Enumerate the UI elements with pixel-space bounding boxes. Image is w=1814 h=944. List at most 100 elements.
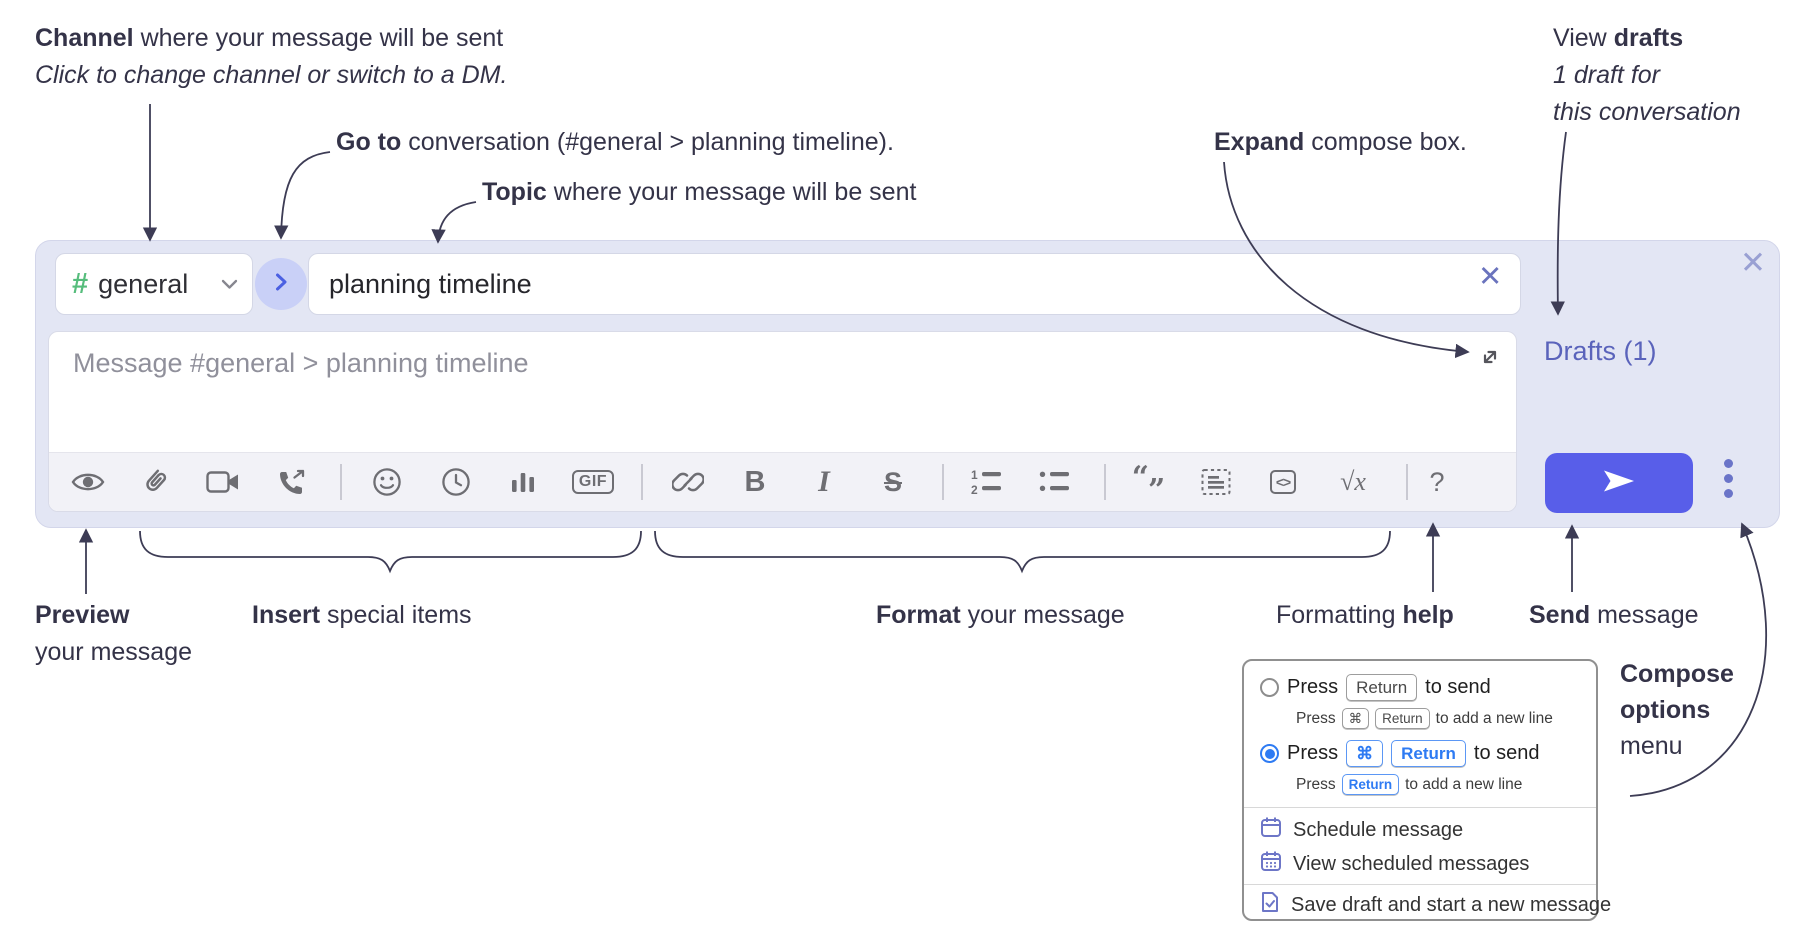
math-icon[interactable]: √x: [1340, 467, 1366, 496]
insert-annotation: Insert special items: [252, 597, 472, 634]
time-icon[interactable]: [434, 453, 478, 511]
popup-divider: [1244, 807, 1596, 808]
topic-annotation-bold: Topic: [482, 178, 547, 206]
toolbar-divider: [942, 464, 944, 500]
return-key-chip: Return: [1341, 774, 1400, 795]
expand-annotation: Expand compose box.: [1214, 124, 1467, 161]
radio-unselected-icon[interactable]: [1260, 678, 1279, 697]
radio-selected-icon[interactable]: [1260, 744, 1279, 763]
cmd-enter-sends-option[interactable]: Press ⌘ Return to send: [1260, 740, 1540, 767]
preview-icon[interactable]: [66, 453, 110, 511]
link-icon[interactable]: [666, 453, 710, 511]
goto-annotation-bold: Go to: [336, 128, 402, 156]
preview-annotation-line2: your message: [35, 638, 193, 666]
channel-annotation: Channel where your message will be sent …: [35, 20, 507, 94]
close-compose-icon[interactable]: ✕: [1740, 245, 1766, 280]
calendar-grid-icon: [1260, 850, 1282, 878]
format-annotation: Format your message: [876, 597, 1125, 634]
spoiler-icon[interactable]: [1194, 453, 1238, 511]
expand-annotation-bold: Expand: [1214, 128, 1305, 156]
toolbar-divider: [1406, 464, 1408, 500]
expand-annotation-rest: compose box.: [1304, 128, 1467, 156]
compose-options-menu-button[interactable]: [1720, 459, 1736, 498]
expand-compose-icon[interactable]: [1477, 344, 1503, 370]
drafts-annotation-line2: 1 draft for: [1553, 61, 1660, 89]
video-call-icon[interactable]: [201, 453, 245, 511]
chevron-down-icon: [221, 279, 238, 290]
gif-icon[interactable]: GIF: [571, 453, 615, 511]
italic-icon[interactable]: I: [818, 465, 830, 498]
compose-options-annotation: Compose options menu: [1620, 656, 1734, 764]
drafts-annotation-bold: drafts: [1613, 24, 1684, 52]
help-annotation-pre: Formatting: [1276, 601, 1403, 629]
preview-annotation: Preview your message: [35, 597, 192, 671]
bulleted-list-icon[interactable]: [1033, 453, 1077, 511]
cmd-key-chip: ⌘: [1346, 740, 1384, 767]
formatting-help-annotation: Formatting help: [1276, 597, 1454, 634]
quote-icon[interactable]: “”: [1131, 460, 1166, 508]
schedule-message-item[interactable]: Schedule message: [1260, 816, 1463, 844]
enter-sends-subtext: Press ⌘ Return to add a new line: [1296, 708, 1553, 729]
format-annotation-bold: Format: [876, 601, 961, 629]
calendar-icon: [1260, 816, 1282, 844]
code-icon[interactable]: <>: [1261, 453, 1305, 511]
poll-icon[interactable]: [501, 453, 545, 511]
goto-conversation-button[interactable]: [255, 258, 307, 310]
clear-topic-icon[interactable]: ✕: [1478, 261, 1503, 293]
send-annotation: Send message: [1529, 597, 1699, 634]
channel-hash-icon: #: [72, 267, 89, 300]
save-draft-item[interactable]: Save draft and start a new message: [1260, 891, 1611, 919]
channel-selector[interactable]: # general: [55, 253, 253, 315]
drafts-annotation-pre: View: [1553, 24, 1614, 52]
drafts-annotation-line3: this conversation: [1553, 98, 1741, 126]
return-key-chip: Return: [1375, 708, 1430, 729]
voice-call-icon[interactable]: [270, 453, 314, 511]
compose-options-line3: menu: [1620, 732, 1683, 760]
goto-annotation: Go to conversation (#general > planning …: [336, 124, 894, 161]
bold-icon[interactable]: B: [744, 465, 766, 498]
paper-plane-icon: [1601, 467, 1637, 500]
view-scheduled-messages-item[interactable]: View scheduled messages: [1260, 850, 1529, 878]
preview-annotation-bold: Preview: [35, 601, 130, 629]
return-key-chip: Return: [1346, 674, 1418, 701]
help-annotation-bold: help: [1402, 601, 1454, 629]
draft-document-icon: [1260, 891, 1280, 919]
send-annotation-bold: Send: [1529, 601, 1591, 629]
message-formatting-help-icon[interactable]: ?: [1429, 466, 1445, 497]
goto-annotation-rest: conversation (#general > planning timeli…: [401, 128, 894, 156]
channel-annotation-bold: Channel: [35, 24, 134, 52]
svg-text:2: 2: [971, 483, 978, 496]
topic-annotation-rest: where your message will be sent: [546, 178, 917, 206]
message-panel: GIF B I S 12 “”: [48, 331, 1517, 512]
svg-text:1: 1: [971, 468, 978, 482]
attach-file-icon[interactable]: [133, 453, 177, 511]
topic-input[interactable]: [308, 253, 1521, 315]
chevron-right-icon: [274, 272, 288, 297]
cmd-key-chip: ⌘: [1341, 708, 1370, 729]
emoji-icon[interactable]: [365, 453, 409, 511]
toolbar-divider: [1104, 464, 1106, 500]
message-input[interactable]: [71, 346, 1455, 446]
return-key-chip: Return: [1391, 740, 1466, 767]
toolbar-divider: [641, 464, 643, 500]
insert-annotation-bold: Insert: [252, 601, 321, 629]
send-button[interactable]: [1545, 453, 1693, 513]
channel-name: general: [98, 268, 189, 299]
topic-annotation: Topic where your message will be sent: [482, 174, 916, 211]
compose-options-line2: options: [1620, 696, 1711, 724]
drafts-annotation: View drafts 1 draft for this conversatio…: [1553, 20, 1741, 131]
channel-annotation-sub: Click to change channel or switch to a D…: [35, 61, 508, 89]
compose-options-popup: Press Return to send Press ⌘ Return to a…: [1242, 659, 1611, 921]
send-annotation-rest: message: [1590, 601, 1699, 629]
format-annotation-rest: your message: [960, 601, 1125, 629]
popup-divider: [1244, 884, 1596, 885]
compose-box: # general ✕ Drafts (1) ✕: [35, 240, 1780, 528]
strikethrough-icon[interactable]: S: [883, 466, 902, 497]
toolbar-divider: [340, 464, 342, 500]
cmd-enter-sends-subtext: Press Return to add a new line: [1296, 774, 1522, 795]
enter-sends-option[interactable]: Press Return to send: [1260, 674, 1491, 701]
channel-annotation-rest: where your message will be sent: [133, 24, 504, 52]
drafts-link[interactable]: Drafts (1): [1544, 336, 1657, 366]
